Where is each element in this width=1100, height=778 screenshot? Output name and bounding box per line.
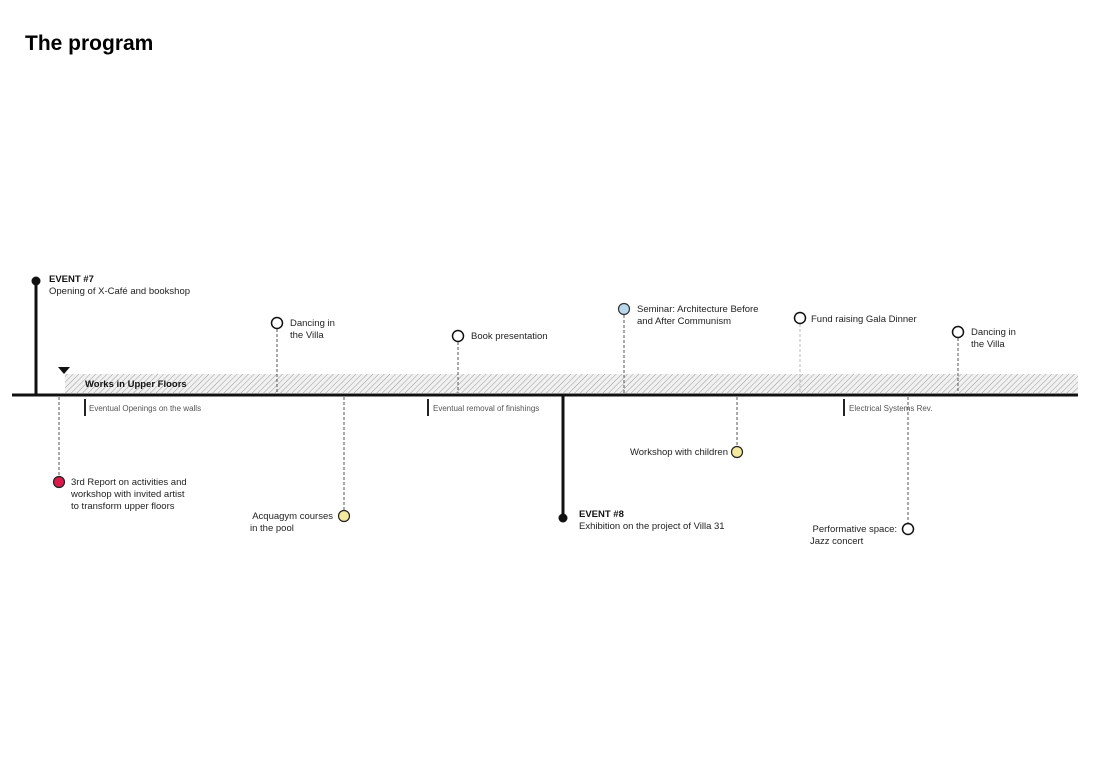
work-removal-finishings: Eventual removal of finishings [427, 399, 539, 416]
works-band [65, 374, 1078, 393]
event-label: the Villa [290, 330, 324, 341]
event-circle-icon [52, 475, 66, 489]
event-dancing-1: Dancing in the Villa [270, 316, 335, 393]
event-label: Fund raising Gala Dinner [811, 314, 917, 325]
page-title: The program [25, 32, 153, 55]
event-label: Performative space: [813, 524, 897, 535]
event-circle-icon [451, 329, 465, 343]
event-acquagym: Acquagym courses in the pool [250, 397, 351, 534]
event-circle-icon [730, 445, 744, 459]
event-7-desc: Opening of X-Café and bookshop [49, 286, 190, 297]
event-8-title: EVENT #8 [579, 509, 624, 520]
work-label: Electrical Systems Rev. [849, 404, 932, 413]
event-label: workshop with invited artist [70, 489, 185, 500]
event-label: Jazz concert [810, 536, 864, 547]
event-8-dot [558, 513, 568, 523]
event-label: and After Communism [637, 316, 731, 327]
event-3rd-report: 3rd Report on activities and workshop wi… [52, 397, 187, 512]
event-gala-dinner: Fund raising Gala Dinner [793, 311, 917, 393]
event-dancing-2: Dancing in the Villa [951, 325, 1016, 393]
work-label: Eventual removal of finishings [433, 404, 539, 413]
event-circle-icon [951, 325, 965, 339]
works-band-label: Works in Upper Floors [85, 379, 187, 390]
event-circle-icon [617, 302, 631, 316]
event-workshop-children: Workshop with children [630, 397, 744, 459]
event-8-desc: Exhibition on the project of Villa 31 [579, 521, 725, 532]
event-label: the Villa [971, 339, 1005, 350]
start-marker-icon [58, 367, 70, 374]
event-seminar: Seminar: Architecture Before and After C… [617, 302, 758, 393]
event-label: 3rd Report on activities and [71, 477, 187, 488]
event-label: in the pool [250, 523, 294, 534]
event-7-dot [31, 276, 41, 286]
event-label: Book presentation [471, 331, 548, 342]
work-openings-walls: Eventual Openings on the walls [84, 399, 201, 416]
event-label: to transform upper floors [71, 501, 175, 512]
work-electrical-systems: Electrical Systems Rev. [843, 399, 932, 416]
event-label: Dancing in [971, 327, 1016, 338]
event-label: Acquagym courses [252, 511, 333, 522]
event-circle-icon [337, 509, 351, 523]
event-circle-icon [793, 311, 807, 325]
event-label: Dancing in [290, 318, 335, 329]
event-7-title: EVENT #7 [49, 274, 94, 285]
event-book-presentation: Book presentation [451, 329, 548, 393]
event-jazz-concert: Performative space: Jazz concert [810, 397, 915, 547]
event-label: Workshop with children [630, 447, 728, 458]
work-label: Eventual Openings on the walls [89, 404, 201, 413]
event-label: Seminar: Architecture Before [637, 304, 758, 315]
event-circle-icon [270, 316, 284, 330]
event-circle-icon [901, 522, 915, 536]
